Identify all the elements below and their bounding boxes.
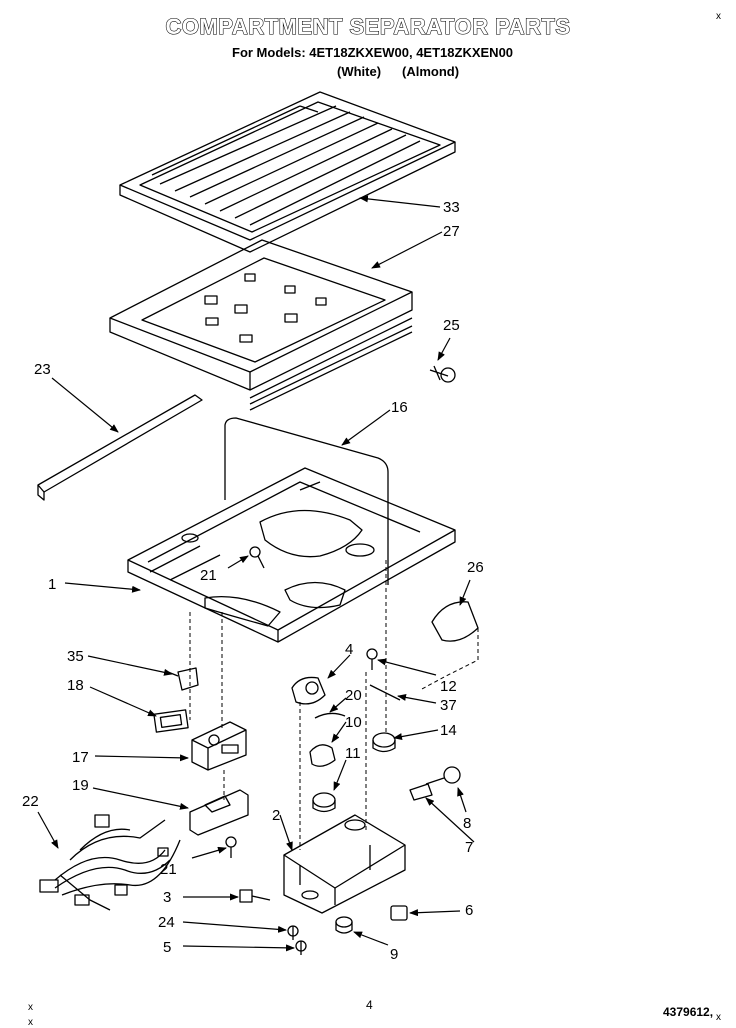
part-21-lower-screw [225, 836, 237, 858]
corner-mark-bottom-left: x [28, 1002, 33, 1013]
color-almond-label: (Almond) [402, 64, 460, 79]
callout-33: 33 [443, 199, 460, 216]
part-22-wire-harness [39, 814, 181, 911]
callout-17: 17 [72, 749, 89, 766]
part-27-separator-frame [109, 239, 413, 411]
part-26-cover [431, 601, 479, 642]
part-25-clip [429, 365, 456, 383]
callout-1: 1 [48, 576, 56, 593]
color-white-label: (White) [337, 64, 382, 79]
callout-18: 18 [67, 677, 84, 694]
callout-7: 7 [465, 839, 473, 856]
callout-35: 35 [67, 648, 84, 665]
part-18-gasket [153, 709, 189, 733]
part-37-rod [369, 684, 401, 701]
callout-6: 6 [465, 902, 473, 919]
callout-23: 23 [34, 361, 51, 378]
part-23-strip [37, 394, 203, 501]
assembly-guide-lines [189, 560, 479, 850]
part-3-plug [239, 889, 271, 903]
part-6-cap [390, 905, 408, 921]
part-17-control-housing [191, 721, 247, 771]
document-number: 4379612, [663, 1005, 714, 1019]
part-20-spring [314, 712, 346, 719]
page-number: 4 [366, 998, 373, 1012]
part-7-shaft [409, 783, 433, 801]
part-16-heater-wire [224, 417, 389, 585]
callout-21-lower: 21 [160, 861, 177, 878]
callout-11: 11 [345, 745, 361, 762]
part-2-damper-base [283, 814, 406, 914]
callout-4: 4 [345, 641, 353, 658]
part-21-upper-screw [249, 546, 265, 569]
part-24-screw [287, 925, 299, 940]
part-33-shelf-grille [119, 91, 456, 253]
part-9-foot [335, 916, 353, 934]
part-11-gear [312, 792, 336, 813]
callout-8: 8 [463, 815, 471, 832]
callout-10: 10 [345, 714, 362, 731]
part-4-damper-motor [291, 676, 326, 705]
part-35-bracket [167, 667, 199, 691]
part-19-knob-housing [189, 789, 249, 836]
part-8-knob [425, 766, 461, 785]
callout-25: 25 [443, 317, 460, 334]
callout-26: 26 [467, 559, 484, 576]
callout-16: 16 [391, 399, 408, 416]
callout-24: 24 [158, 914, 175, 931]
callout-labels: 33 27 25 23 16 21 1 26 35 4 12 18 20 37 … [22, 199, 484, 963]
corner-mark-bottom-left-2: x [28, 1017, 33, 1028]
callout-20: 20 [345, 687, 362, 704]
callout-2: 2 [272, 807, 280, 824]
callout-5: 5 [163, 939, 171, 956]
page-title: COMPARTMENT SEPARATOR PARTS [165, 13, 571, 39]
callout-37: 37 [440, 697, 457, 714]
callout-27: 27 [443, 223, 460, 240]
callout-21-upper: 21 [200, 567, 217, 584]
models-line: For Models: 4ET18ZKXEW00, 4ET18ZKXEN00 [232, 45, 514, 60]
callout-19: 19 [72, 777, 89, 794]
part-12-screw [366, 648, 378, 670]
leader-arrows [37, 195, 475, 952]
part-5-screw [295, 940, 307, 955]
part-10-sensor [309, 744, 336, 767]
callout-14: 14 [440, 722, 457, 739]
corner-mark-bottom-right: x [716, 1012, 721, 1023]
callout-3: 3 [163, 889, 171, 906]
part-1-separator-base [127, 467, 456, 643]
part-14-pulley [372, 732, 396, 753]
corner-mark-top-right: x [716, 11, 721, 22]
callout-9: 9 [390, 946, 398, 963]
callout-12: 12 [440, 678, 457, 695]
callout-22: 22 [22, 793, 39, 810]
